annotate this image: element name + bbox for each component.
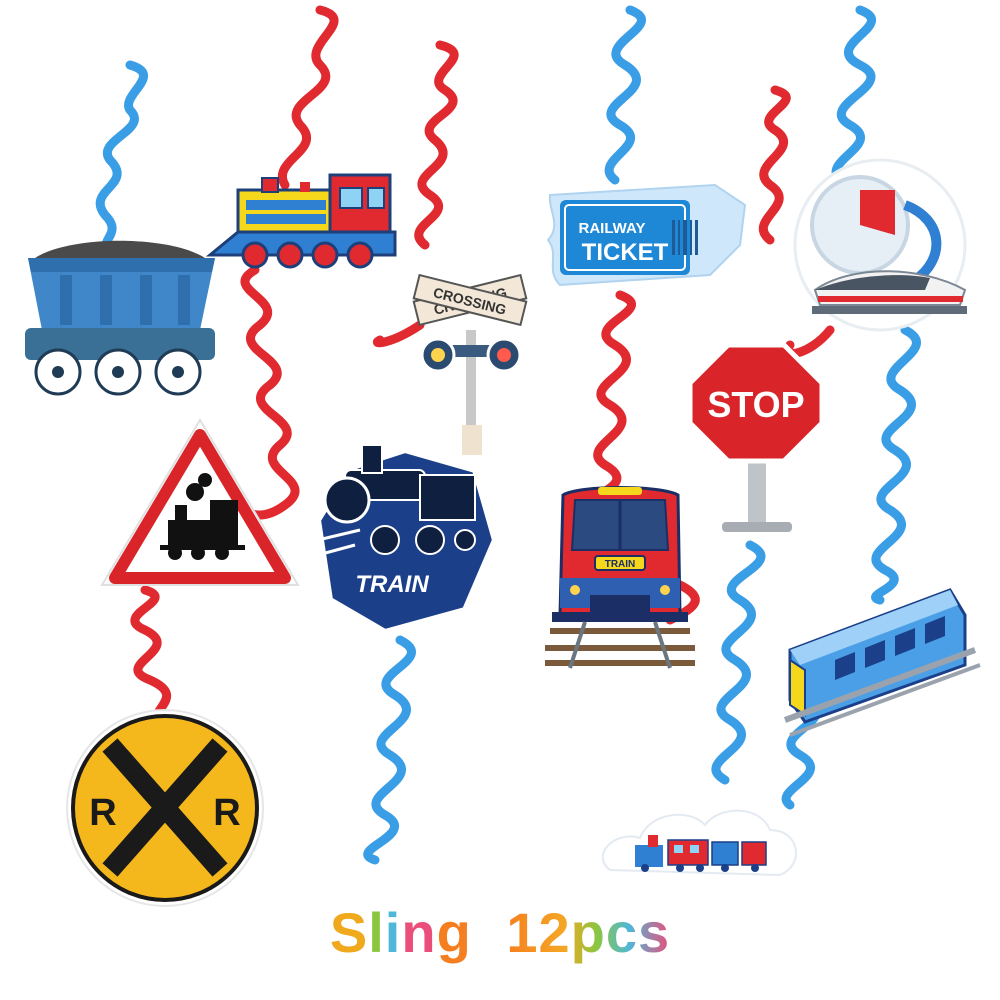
caption-letter: n [401, 901, 437, 964]
swirl-red-7 [593, 290, 636, 505]
steam-badge-text: TRAIN [355, 571, 429, 598]
ticket-line-1: RAILWAY [579, 220, 646, 237]
ticket-barcode [672, 220, 698, 255]
steam-loco-silhouette [160, 473, 245, 560]
bullet-train-badge-cutout [793, 158, 967, 332]
swirl-blue-10 [711, 540, 766, 785]
rail-track [545, 621, 695, 669]
rr-letter-right: R [213, 792, 240, 834]
swirl-red-8 [758, 85, 791, 245]
stop-sign-cutout: STOP [687, 342, 825, 532]
metro-plate-text: TRAIN [605, 559, 636, 570]
ticket-line-2: TICKET [582, 239, 669, 266]
metro-train-front-cutout: TRAIN [545, 486, 695, 669]
electric-train-cutout [783, 588, 981, 737]
swirl-red-4b [373, 320, 425, 348]
train-windows [835, 616, 945, 680]
stop-sign-text: STOP [707, 384, 804, 425]
swirl-red-3 [130, 585, 175, 735]
steam-loco-illustration [317, 444, 476, 557]
caption-word: Sling [330, 900, 472, 965]
swirl-blue-1 [95, 60, 148, 260]
swirl-red-2b [240, 265, 300, 520]
swirl-blue-8 [831, 5, 876, 185]
railway-ticket-cutout: RAILWAY TICKET [546, 183, 747, 287]
swirl-blue-5 [363, 635, 416, 865]
swirl-blue-6 [604, 5, 646, 185]
rr-crossing-sign-cutout: R R [66, 709, 264, 907]
caption-letter: g [436, 901, 472, 964]
railroad-crossing-signal-cutout: CROSSING CROSSING [412, 273, 528, 455]
steam-train-badge-cutout: TRAIN [314, 444, 499, 636]
swirl-strands [95, 5, 921, 865]
train-warning-triangle-cutout [100, 418, 300, 586]
product-caption: Sling 12pcs [0, 900, 1000, 965]
caption-letter: l [368, 901, 385, 964]
swirl-blue-9 [871, 325, 921, 605]
coal-wagon-cutout [25, 240, 215, 396]
cloud-train-cutout [601, 809, 797, 877]
swirl-red-2 [278, 5, 339, 190]
swirl-red-4 [414, 40, 459, 250]
caption-letter: S [329, 901, 369, 964]
swirl-red-8b [783, 325, 835, 358]
caption-count: 12pcs [506, 901, 671, 964]
rr-letter-left: R [89, 792, 116, 834]
toy-locomotive-cutout [205, 173, 397, 269]
caption-letter: i [384, 901, 402, 964]
